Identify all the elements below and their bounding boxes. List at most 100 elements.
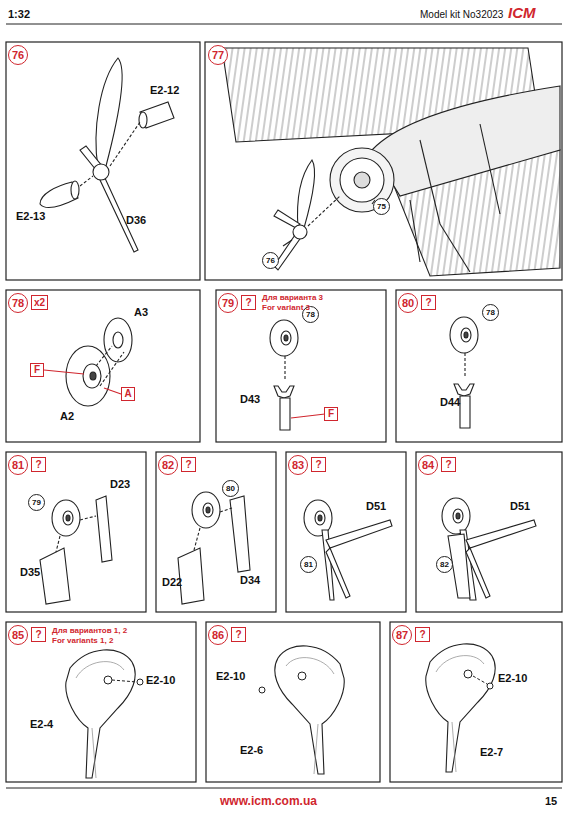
node-text: 87 — [396, 630, 408, 641]
callout-number: 76 — [262, 252, 279, 269]
step-number: 82 — [158, 455, 178, 475]
page-number: 15 — [545, 795, 557, 807]
part-label: D35 — [20, 566, 40, 578]
step-number: 79 — [218, 293, 238, 313]
wheel-halves — [44, 318, 132, 406]
node-text: 76 — [266, 257, 275, 265]
step-number: 80 — [398, 293, 418, 313]
node-text: F — [328, 409, 334, 419]
footer-rule — [6, 788, 562, 789]
node-text: 80 — [402, 298, 414, 309]
note-box: ? — [311, 457, 326, 472]
node-text: 81 — [304, 561, 313, 569]
part-label: E2-10 — [498, 672, 527, 684]
note-box: ? — [241, 295, 256, 310]
header-rule — [6, 24, 562, 25]
landing-legs — [40, 492, 536, 604]
node-text: F — [34, 365, 40, 375]
note-box: ? — [31, 457, 46, 472]
callout-number: 81 — [300, 556, 317, 573]
node-text: ? — [235, 630, 241, 640]
marker-box: F — [324, 407, 338, 421]
part-label: A2 — [60, 410, 74, 422]
panel-frames — [6, 42, 562, 782]
node-text: ? — [419, 630, 425, 640]
note-box: ? — [421, 295, 436, 310]
part-label: E2-10 — [146, 674, 175, 686]
node-text: 83 — [292, 460, 304, 471]
step-number: 78 — [8, 293, 28, 313]
node-text: ? — [35, 630, 41, 640]
part-label: A3 — [134, 306, 148, 318]
part-label: D44 — [440, 396, 460, 408]
node-text: 78 — [486, 309, 495, 317]
part-label: D51 — [366, 500, 386, 512]
marker-box: F — [30, 363, 44, 377]
part-label: E2-10 — [216, 670, 245, 682]
wheel-forks — [270, 317, 478, 430]
node-text: 81 — [12, 460, 24, 471]
callout-number: 80 — [222, 480, 239, 497]
step-number: 81 — [8, 455, 28, 475]
part-label: E2-12 — [150, 84, 179, 96]
node-text: 77 — [212, 50, 224, 61]
node-text: ? — [445, 460, 451, 470]
node-text: ? — [315, 460, 321, 470]
step-number: 83 — [288, 455, 308, 475]
scale-text: 1:32 — [8, 8, 30, 20]
variant-note: For variant 3 — [262, 303, 310, 312]
callout-number: 78 — [482, 304, 499, 321]
part-label: E2-7 — [480, 746, 503, 758]
note-box: ? — [181, 457, 196, 472]
callout-number: 75 — [373, 198, 390, 215]
node-text: ? — [425, 298, 431, 308]
note-box: ? — [231, 627, 246, 642]
callout-number: 79 — [28, 494, 45, 511]
part-label: D34 — [240, 574, 260, 586]
note-box: ? — [31, 627, 46, 642]
node-text: 84 — [422, 460, 434, 471]
node-text: 79 — [222, 298, 234, 309]
step-number: 87 — [392, 625, 412, 645]
node-text: 85 — [12, 630, 24, 641]
step-number: 76 — [8, 45, 28, 65]
node-text: 75 — [377, 203, 386, 211]
marker-box: A — [121, 387, 135, 401]
node-text: 76 — [12, 50, 24, 61]
node-text: 82 — [162, 460, 174, 471]
website-url: www.icm.com.ua — [220, 794, 317, 808]
part-label: E2-13 — [16, 210, 45, 222]
aircraft-nose — [222, 48, 560, 276]
part-label: D43 — [240, 393, 260, 405]
node-text: x2 — [34, 298, 45, 308]
part-label: D23 — [110, 478, 130, 490]
callout-number: 82 — [436, 556, 453, 573]
part-label: E2-4 — [30, 718, 53, 730]
node-text: ? — [245, 298, 251, 308]
step-number: 84 — [418, 455, 438, 475]
node-text: 80 — [226, 485, 235, 493]
variant-note: For variants 1, 2 — [52, 636, 113, 645]
note-box: ? — [415, 627, 430, 642]
brand-logo: ICM — [508, 4, 536, 21]
part-label: E2-6 — [240, 744, 263, 756]
node-text: 78 — [12, 298, 24, 309]
part-label: D22 — [162, 576, 182, 588]
part-label: D36 — [126, 214, 146, 226]
kit-number: Model kit No32023 — [420, 9, 503, 20]
variant-note: Для вариантов 1, 2 — [52, 626, 127, 635]
node-text: ? — [35, 460, 41, 470]
note-box: ? — [441, 457, 456, 472]
wheel-spats — [66, 644, 495, 778]
node-text: 79 — [32, 499, 41, 507]
variant-note: Для варианта 3 — [262, 293, 323, 302]
step-number: 77 — [208, 45, 228, 65]
node-text: 82 — [440, 561, 449, 569]
node-text: A — [124, 389, 131, 399]
step-number: 85 — [8, 625, 28, 645]
step-number: 86 — [208, 625, 228, 645]
node-text: ? — [185, 460, 191, 470]
node-text: 86 — [212, 630, 224, 641]
part-label: D51 — [510, 500, 530, 512]
